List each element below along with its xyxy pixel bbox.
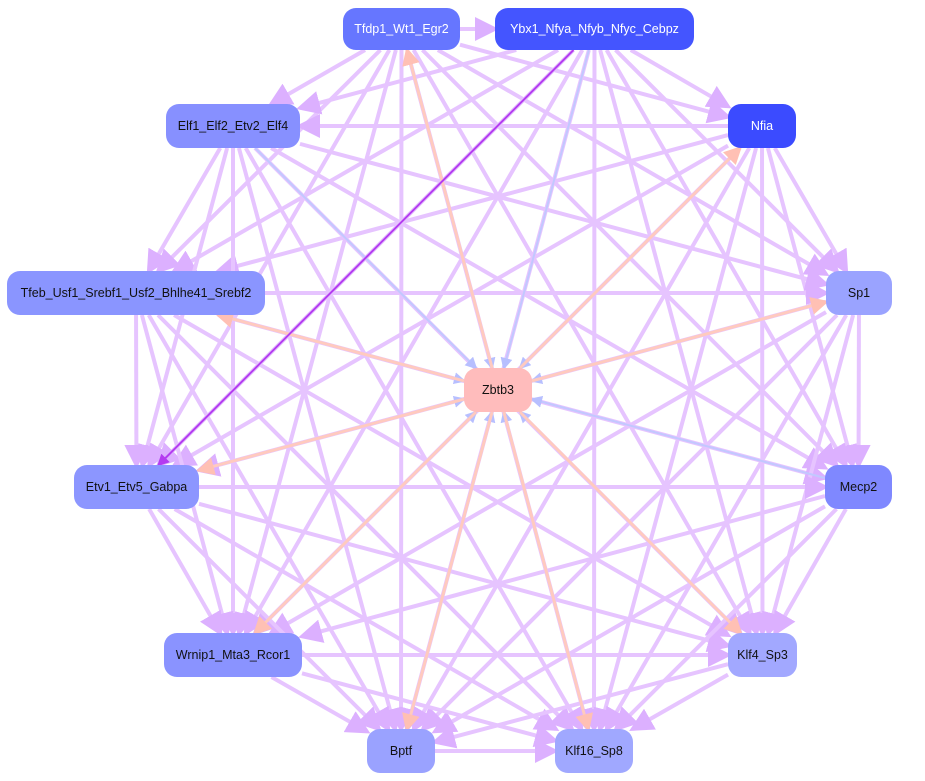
edge-elf1-klf16 bbox=[243, 146, 584, 733]
edge-ybx1-nfia bbox=[629, 48, 732, 109]
node-tfdp1[interactable]: Tfdp1_Wt1_Egr2 bbox=[343, 8, 460, 50]
node-sp1[interactable]: Sp1 bbox=[826, 271, 892, 315]
edge-strong-ybx1-etv1 bbox=[157, 49, 575, 467]
edge-zbtb3-bptf bbox=[402, 411, 494, 732]
node-wrnip1[interactable]: Wrnip1_Mta3_Rcor1 bbox=[164, 633, 302, 677]
node-label: Nfia bbox=[750, 119, 774, 133]
edge-etv1-wrnip1 bbox=[147, 508, 223, 637]
node-label: Tfeb_Usf1_Srebf1_Usf2_Bhlhe41_Srebf2 bbox=[20, 286, 252, 300]
edge-tfdp1-klf4 bbox=[411, 49, 752, 637]
node-label: Sp1 bbox=[847, 286, 871, 300]
edge-etv1-klf4 bbox=[198, 501, 732, 653]
node-mecp2[interactable]: Mecp2 bbox=[825, 465, 892, 509]
node-etv1[interactable]: Etv1_Etv5_Gabpa bbox=[74, 465, 199, 509]
node-tfeb[interactable]: Tfeb_Usf1_Srebf1_Usf2_Bhlhe41_Srebf2 bbox=[7, 271, 265, 315]
edge-ybx1-elf1 bbox=[296, 48, 517, 115]
edge-ybx1-zbtb3 bbox=[500, 49, 590, 370]
edge-zbtb3-etv1 bbox=[196, 397, 465, 476]
edge-zbtb3-nfia bbox=[518, 145, 743, 370]
edge-elf1-tfeb bbox=[146, 146, 222, 275]
edge-zbtb3-sp1 bbox=[531, 297, 829, 383]
node-label: Elf1_Elf2_Etv2_Elf4 bbox=[177, 119, 289, 133]
edge-sp1-wrnip1 bbox=[267, 310, 828, 636]
edge-zbtb3-klf16 bbox=[502, 411, 593, 732]
edge-ybx1-wrnip1 bbox=[243, 48, 585, 637]
node-ybx1[interactable]: Ybx1_Nfya_Nfyb_Nfyc_Cebpz bbox=[495, 8, 694, 50]
edge-mecp2-klf4 bbox=[773, 508, 848, 637]
node-label: Klf16_Sp8 bbox=[565, 744, 623, 758]
edge-mecp2-wrnip1 bbox=[298, 494, 826, 643]
node-label: Bptf bbox=[389, 744, 413, 758]
node-label: Wrnip1_Mta3_Rcor1 bbox=[175, 648, 291, 662]
edge-elf1-sp1 bbox=[299, 141, 830, 291]
edge-tfdp1-elf1 bbox=[267, 48, 367, 106]
edge-zbtb3-wrnip1 bbox=[252, 410, 478, 636]
node-nfia[interactable]: Nfia bbox=[728, 104, 796, 148]
node-label: Ybx1_Nfya_Nfyb_Nfyc_Cebpz bbox=[510, 22, 679, 36]
node-label: Klf4_Sp3 bbox=[737, 648, 788, 662]
node-label: Zbtb3 bbox=[482, 383, 514, 397]
edge-zbtb3-tfeb bbox=[215, 310, 465, 383]
edge-klf4-klf16 bbox=[629, 672, 729, 731]
node-klf16[interactable]: Klf16_Sp8 bbox=[555, 729, 633, 773]
node-klf4[interactable]: Klf4_Sp3 bbox=[728, 633, 797, 677]
edge-wrnip1-bptf bbox=[270, 675, 371, 734]
edge-tfeb-klf4 bbox=[173, 313, 732, 638]
edge-mecp2-bptf bbox=[431, 504, 826, 734]
node-label: Etv1_Etv5_Gabpa bbox=[85, 480, 188, 494]
edge-mecp2-zbtb3 bbox=[530, 395, 826, 479]
node-elf1[interactable]: Elf1_Elf2_Etv2_Elf4 bbox=[166, 104, 300, 148]
node-bptf[interactable]: Bptf bbox=[367, 729, 435, 773]
edge-nfia-sp1 bbox=[773, 146, 849, 275]
node-zbtb3[interactable]: Zbtb3 bbox=[464, 368, 532, 412]
edge-elf1-mecp2 bbox=[270, 146, 829, 470]
edge-zbtb3-klf4 bbox=[518, 410, 743, 636]
node-label: Tfdp1_Wt1_Egr2 bbox=[354, 22, 449, 36]
edge-nfia-etv1 bbox=[171, 143, 729, 467]
node-label: Mecp2 bbox=[839, 480, 878, 494]
edge-nfia-bptf bbox=[411, 146, 752, 733]
edge-wrnip1-klf16 bbox=[301, 671, 559, 748]
edge-zbtb3-tfdp1 bbox=[402, 47, 494, 369]
